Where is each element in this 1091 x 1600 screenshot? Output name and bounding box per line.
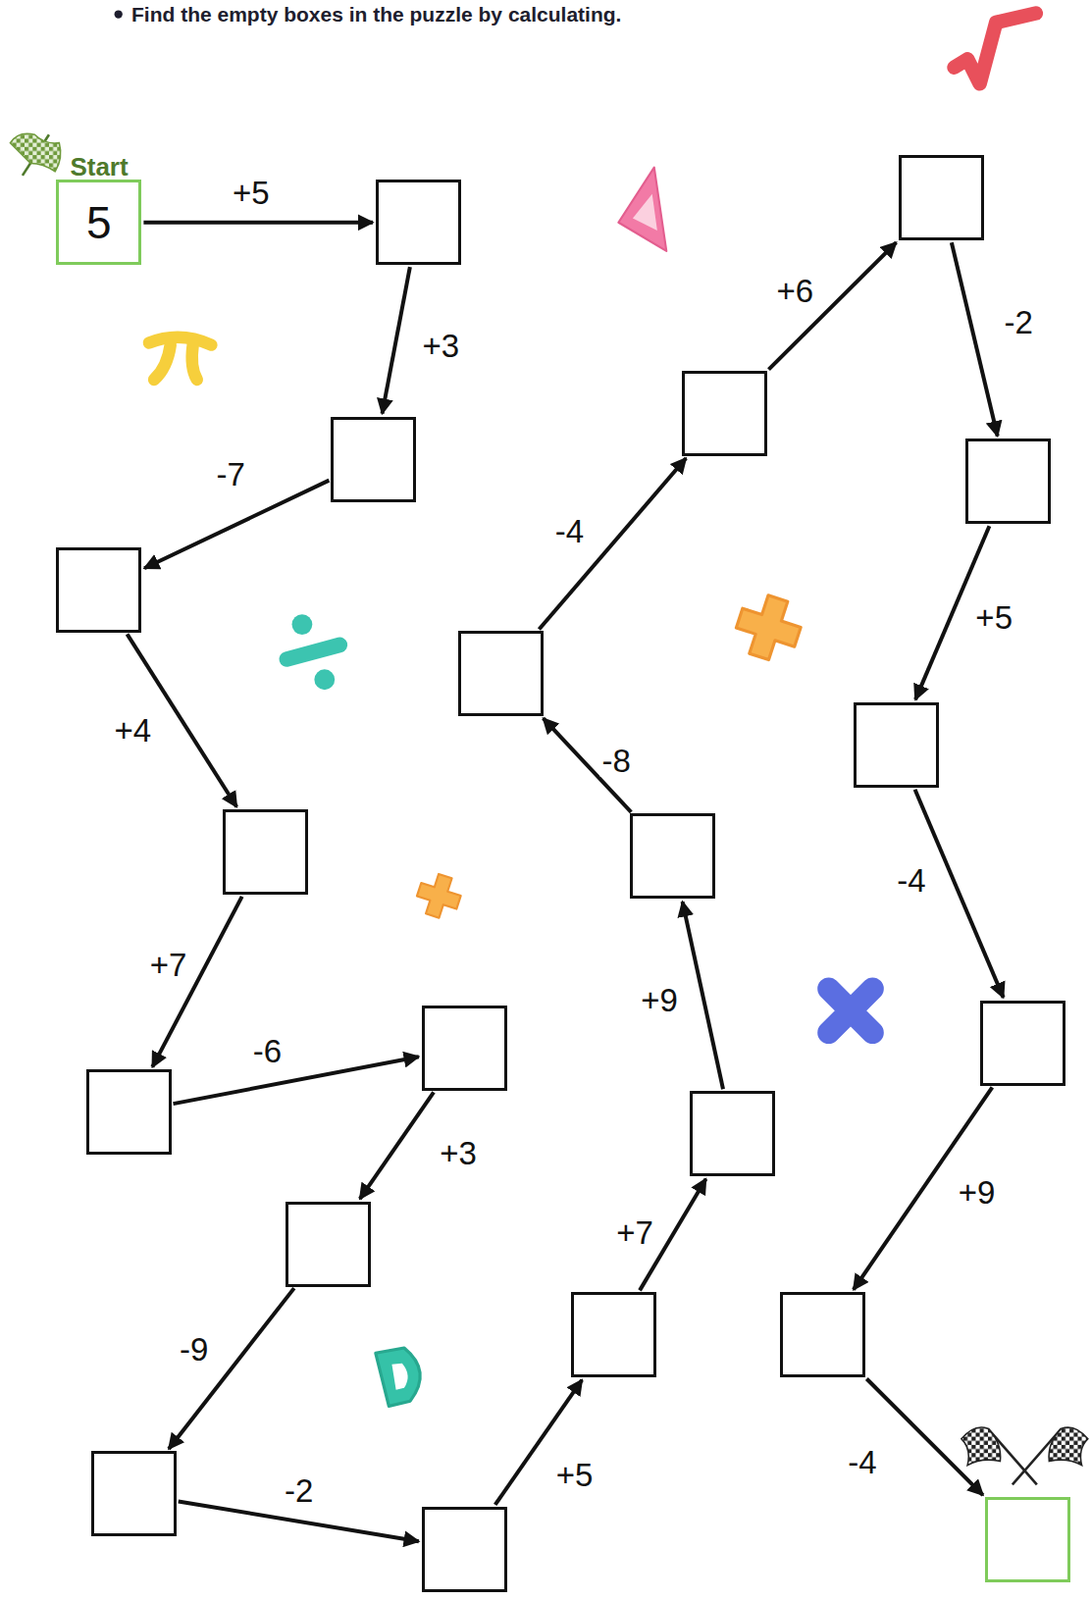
answer-box [629, 813, 716, 899]
start-flag [9, 133, 60, 176]
operation-label: +7 [614, 1215, 656, 1248]
plus-sticker [729, 588, 808, 667]
operation-label: -8 [600, 743, 633, 777]
d-sticker [375, 1348, 420, 1406]
operation-label: +5 [973, 601, 1015, 634]
answer-box [285, 1201, 371, 1288]
operation-label: +6 [775, 274, 817, 308]
answer-box [86, 1069, 172, 1155]
answer-box [689, 1091, 776, 1177]
instruction-text: Find the empty boxes in the puzzle by ca… [131, 2, 622, 27]
operation-label: -9 [177, 1333, 210, 1366]
answer-box [421, 1506, 508, 1593]
answer-box [853, 702, 939, 788]
answer-box [965, 438, 1051, 524]
arrow-connector [538, 458, 686, 629]
arrow-connector [360, 1091, 434, 1199]
start-label: Start [69, 154, 128, 180]
answer-box [458, 630, 544, 717]
ruler-triangle-sticker [618, 167, 667, 252]
arrow-connector [173, 1056, 419, 1104]
finish-flags [961, 1427, 1089, 1486]
operation-label: -6 [251, 1035, 284, 1068]
arrow-connector [144, 480, 329, 570]
root-sticker [954, 13, 1037, 85]
answer-box [898, 155, 985, 241]
answer-box [980, 1000, 1066, 1087]
pi-sticker [149, 337, 211, 380]
operation-label: +5 [230, 175, 272, 208]
answer-box [571, 1292, 657, 1378]
box-number: 5 [86, 200, 112, 246]
operation-label: +9 [638, 984, 680, 1017]
answer-box [222, 809, 309, 895]
arrow-connector [682, 901, 724, 1090]
operation-label: +4 [111, 713, 154, 746]
operation-label: +9 [956, 1175, 998, 1208]
terminal-box: Start5 [55, 179, 142, 265]
operation-label: +3 [437, 1137, 479, 1170]
answer-box [55, 547, 142, 633]
answer-box [421, 1005, 508, 1091]
arrow-connector [168, 1288, 295, 1450]
divide-sticker [286, 614, 340, 690]
arrow-connector [951, 242, 998, 436]
operation-label: -4 [845, 1445, 879, 1478]
times-sticker [829, 988, 874, 1034]
operation-label: +7 [148, 948, 190, 982]
bullet-dot [114, 9, 123, 18]
operation-label: +5 [554, 1458, 596, 1492]
answer-box [330, 416, 416, 503]
operation-label: -4 [894, 863, 928, 896]
terminal-box [985, 1497, 1071, 1583]
answer-box [681, 370, 768, 457]
operation-label: -2 [1001, 305, 1035, 338]
operation-label: -7 [213, 457, 247, 490]
arrow-connector [382, 266, 411, 414]
answer-box [779, 1292, 866, 1378]
answer-box [375, 179, 462, 265]
arrow-connector [866, 1379, 984, 1497]
arrow-connector [178, 1501, 419, 1542]
operation-label: -2 [282, 1473, 315, 1507]
answer-box [91, 1451, 177, 1537]
arrow-connector [915, 789, 1004, 998]
arrow-connector [143, 220, 373, 225]
arrow-connector [768, 242, 896, 369]
operation-label: +3 [420, 328, 463, 362]
plus-sticker [413, 870, 466, 923]
arrow-connector [152, 896, 242, 1068]
operation-label: -4 [553, 514, 586, 547]
